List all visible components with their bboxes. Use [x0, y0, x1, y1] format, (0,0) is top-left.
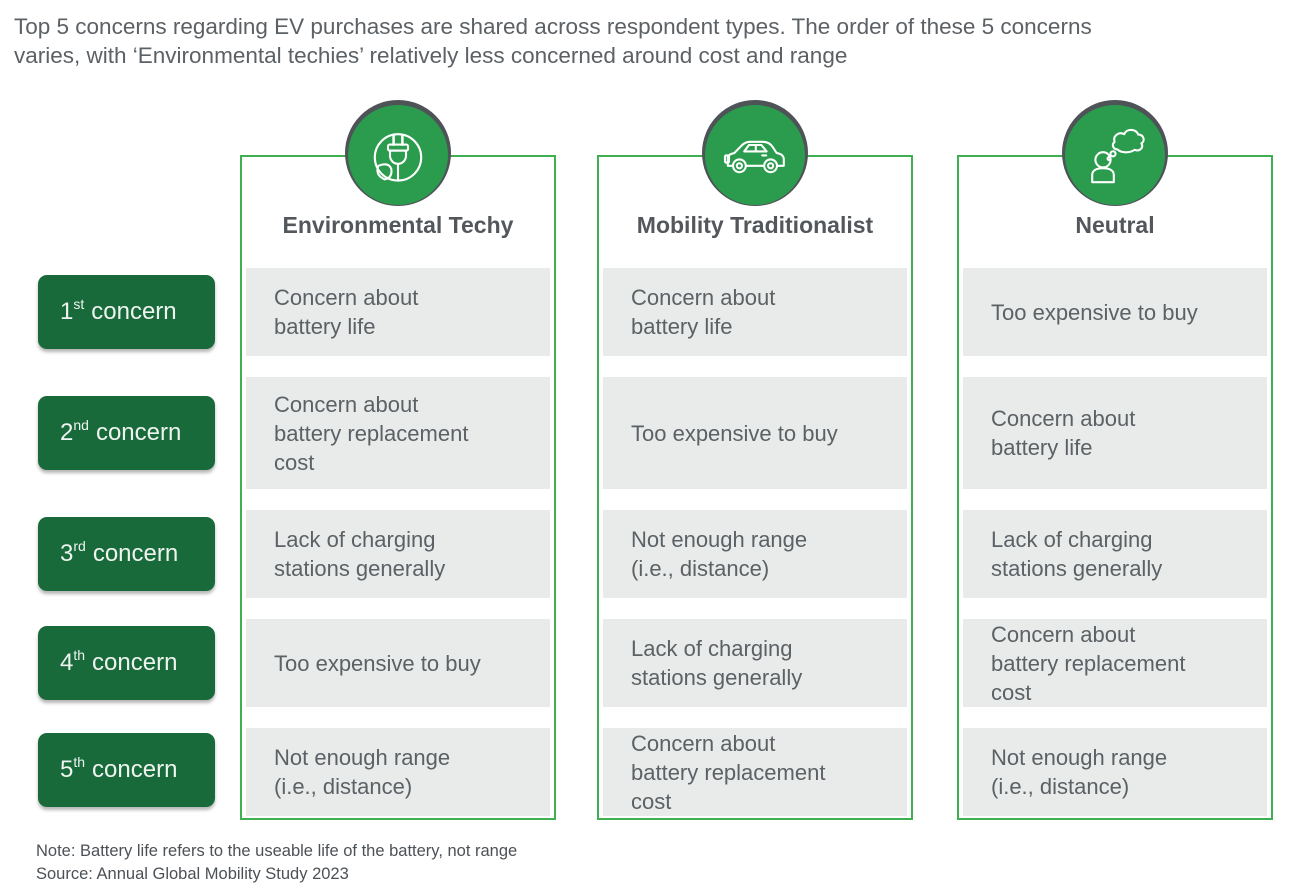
concern-text: Too expensive to buy	[991, 299, 1198, 325]
rank-word: concern	[92, 540, 179, 567]
thinking-person-icon	[1060, 100, 1170, 212]
rank-number: 1	[60, 298, 74, 325]
car-icon	[700, 100, 810, 212]
concern-text: Concern about battery life	[631, 285, 776, 339]
concern-cell: Too expensive to buy	[603, 377, 907, 489]
rank-word: concern	[92, 649, 178, 676]
column-title: Neutral	[1075, 212, 1155, 238]
concern-cell: Concern about battery life	[603, 268, 907, 356]
concern-text: Concern about battery replacement cost	[991, 621, 1186, 705]
concern-text: Not enough range (i.e., distance)	[991, 745, 1168, 799]
column-mobility-traditionalist: Mobility Traditionalist Concern about ba…	[597, 100, 913, 820]
column-environmental-techy: Environmental Techy Concern about batter…	[240, 100, 556, 820]
rank-ordinal-suffix: rd	[73, 538, 86, 554]
concern-text: Concern about battery replacement cost	[274, 391, 469, 475]
concern-cell: Concern about battery replacement cost	[963, 619, 1267, 707]
concern-cell: Concern about battery replacement cost	[246, 377, 550, 489]
concern-text: Lack of charging stations generally	[631, 636, 803, 690]
rank-word: concern	[91, 298, 177, 325]
plug-leaf-icon	[343, 100, 453, 212]
concern-cell: Lack of charging stations generally	[963, 510, 1267, 598]
rank-number: 4	[60, 649, 74, 676]
column-neutral: Neutral Too expensive to buy Concern abo…	[957, 100, 1273, 820]
column-title: Environmental Techy	[282, 212, 514, 238]
icon-disc	[705, 105, 805, 205]
concern-cell: Not enough range (i.e., distance)	[963, 728, 1267, 816]
rank-word: concern	[95, 419, 182, 446]
concern-cell: Concern about battery life	[246, 268, 550, 356]
concern-text: Concern about battery life	[274, 285, 419, 339]
concern-cell: Concern about battery replacement cost	[603, 728, 907, 816]
rank-number: 3	[60, 540, 74, 567]
concern-cell: Too expensive to buy	[246, 619, 550, 707]
rank-ordinal-suffix: nd	[73, 417, 89, 433]
concern-text: Concern about battery life	[991, 406, 1136, 460]
concern-text: Not enough range (i.e., distance)	[274, 745, 451, 799]
rank-number: 2	[60, 419, 74, 446]
concern-text: Too expensive to buy	[274, 650, 481, 676]
concern-cell: Not enough range (i.e., distance)	[246, 728, 550, 816]
rank-ordinal-suffix: th	[73, 754, 86, 770]
rank-ordinal-suffix: st	[73, 296, 85, 312]
concern-text: Concern about battery replacement cost	[631, 730, 826, 814]
concern-cell: Too expensive to buy	[963, 268, 1267, 356]
page-title: Top 5 concerns regarding EV purchases ar…	[14, 14, 1092, 68]
concern-cell: Lack of charging stations generally	[246, 510, 550, 598]
rank-ordinal-suffix: th	[73, 647, 86, 663]
concern-text: Not enough range (i.e., distance)	[631, 527, 808, 581]
concern-cell: Not enough range (i.e., distance)	[603, 510, 907, 598]
concern-cell: Concern about battery life	[963, 377, 1267, 489]
icon-disc	[1065, 105, 1165, 205]
icon-disc	[348, 105, 448, 205]
concern-text: Lack of charging stations generally	[991, 527, 1163, 581]
rank-number: 5	[60, 756, 74, 783]
note-text: Note: Battery life refers to the useable…	[36, 842, 518, 860]
concern-text: Lack of charging stations generally	[274, 527, 446, 581]
concern-text: Too expensive to buy	[631, 420, 838, 446]
concern-cell: Lack of charging stations generally	[603, 619, 907, 707]
rank-word: concern	[92, 756, 178, 783]
column-title: Mobility Traditionalist	[636, 212, 874, 238]
source-text: Source: Annual Global Mobility Study 202…	[36, 865, 349, 883]
